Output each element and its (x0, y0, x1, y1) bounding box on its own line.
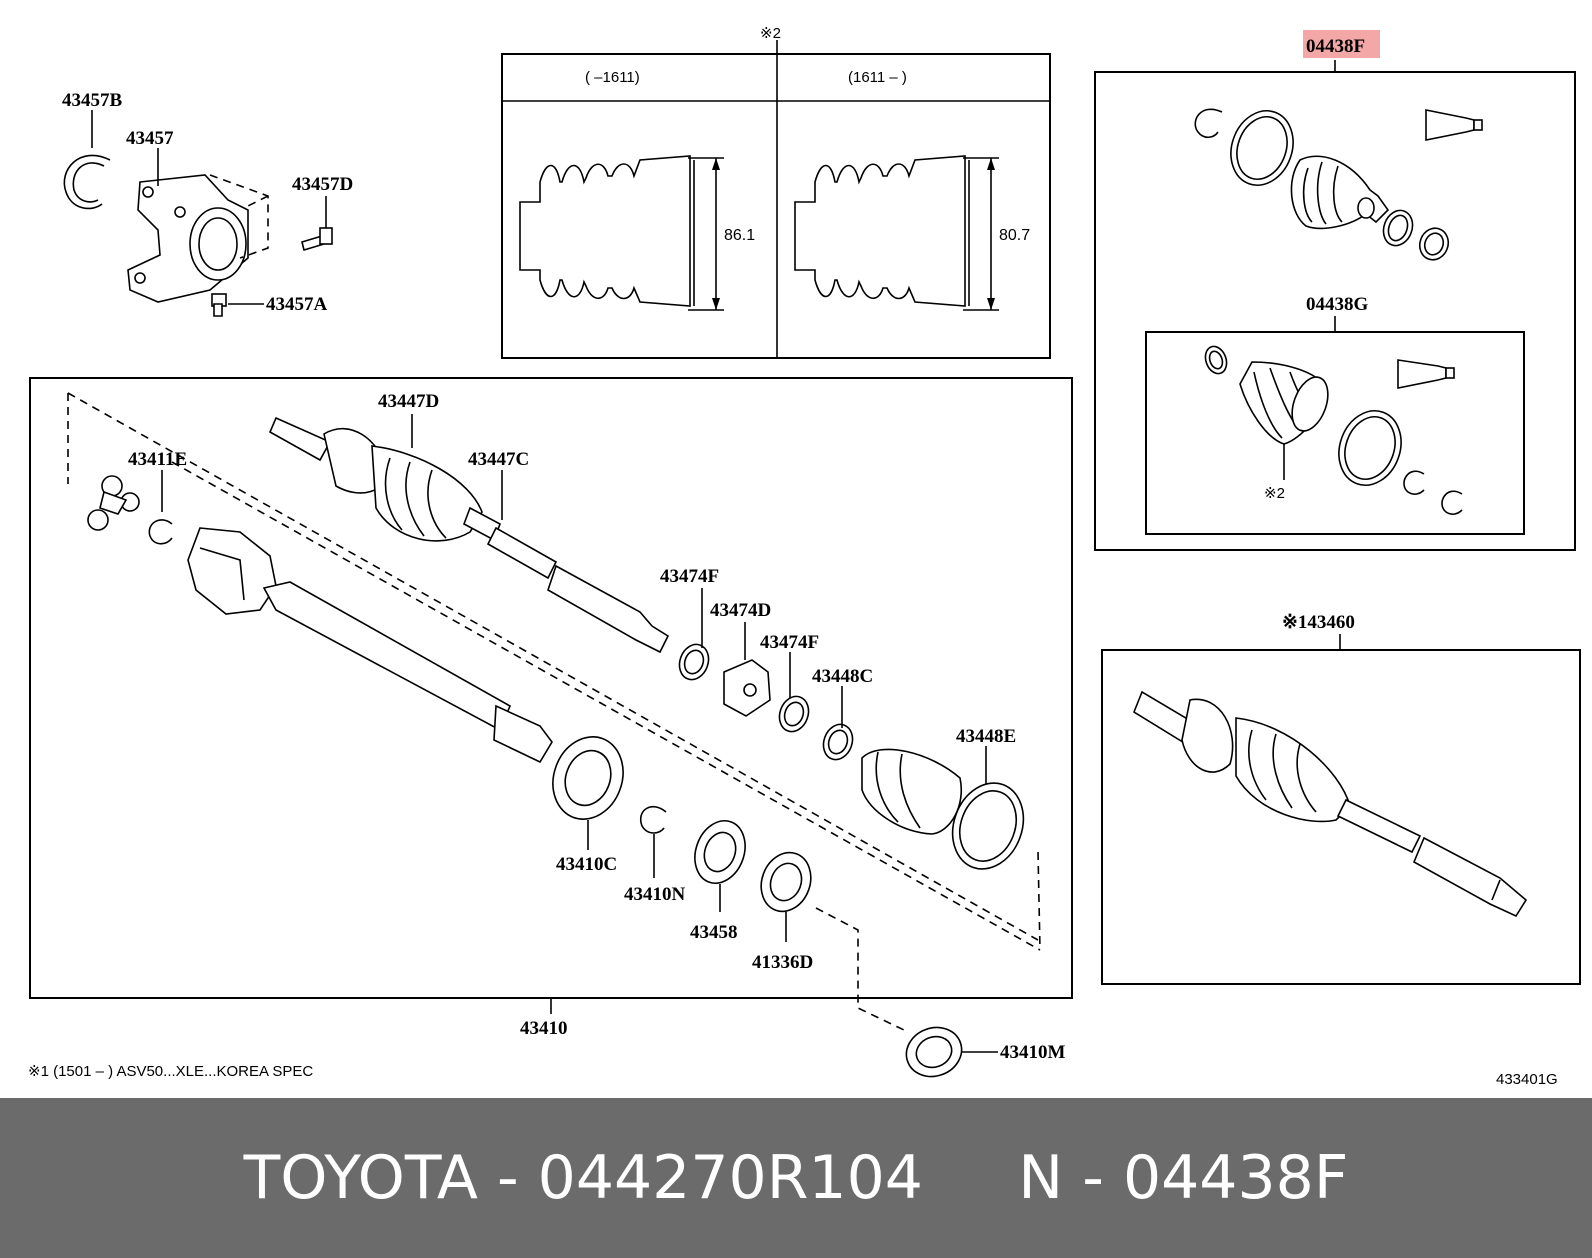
shaft-assembly-43460-group (1101, 634, 1581, 985)
drive-shaft-43410-group (29, 377, 1073, 1078)
label-43410M[interactable]: 43410M (1000, 1042, 1066, 1063)
label-43460[interactable]: ※143460 (1282, 612, 1355, 633)
part-number-text: TOYOTA - 044270R104 N - 04438F (243, 1143, 1349, 1213)
label-43447D[interactable]: 43447D (378, 391, 439, 412)
label-43410N[interactable]: 43410N (624, 884, 686, 905)
inset-title: ※2 (760, 25, 781, 42)
bearing-bracket-group (63, 110, 333, 317)
label-43447C[interactable]: 43447C (468, 449, 529, 470)
label-43474D[interactable]: 43474D (710, 600, 771, 621)
part-number-banner (0, 1098, 1592, 1258)
diagram-code: 433401G (1496, 1071, 1558, 1088)
label-43474F-lower[interactable]: 43474F (760, 632, 819, 653)
inset-col-left: ( –1611) (585, 69, 640, 86)
label-43457D: 43457D (292, 174, 353, 195)
label-43457A: 43457A (266, 294, 328, 315)
inset-dim-left: 86.1 (724, 227, 755, 244)
label-43457: 43457 (126, 128, 174, 149)
label-43458[interactable]: 43458 (690, 922, 738, 943)
label-04438G[interactable]: 04438G (1306, 294, 1369, 315)
label-43474F-upper[interactable]: 43474F (660, 566, 719, 587)
label-43410[interactable]: 43410 (520, 1018, 568, 1039)
label-43448E[interactable]: 43448E (956, 726, 1016, 747)
label-41336D[interactable]: 41336D (752, 952, 813, 973)
label-note2-ref: ※2 (1264, 485, 1285, 502)
boot-kit-04438F-group (1094, 60, 1576, 551)
highlight-box (1303, 30, 1380, 58)
label-43410C[interactable]: 43410C (556, 854, 617, 875)
label-43457B: 43457B (62, 90, 123, 111)
inset-col-right: (1611 – ) (848, 69, 907, 86)
label-43411E[interactable]: 43411E (128, 449, 187, 470)
label-43448C[interactable]: 43448C (812, 666, 873, 687)
label-04438F[interactable]: 04438F (1306, 36, 1365, 57)
parts-diagram: 43457B 43457 43457D 43457A ※2 ( –1611) (… (28, 25, 1581, 1088)
boot-size-inset (501, 40, 1051, 359)
inset-dim-right: 80.7 (999, 227, 1030, 244)
footnote: ※1 (1501 – ) ASV50...XLE...KOREA SPEC (28, 1063, 313, 1080)
